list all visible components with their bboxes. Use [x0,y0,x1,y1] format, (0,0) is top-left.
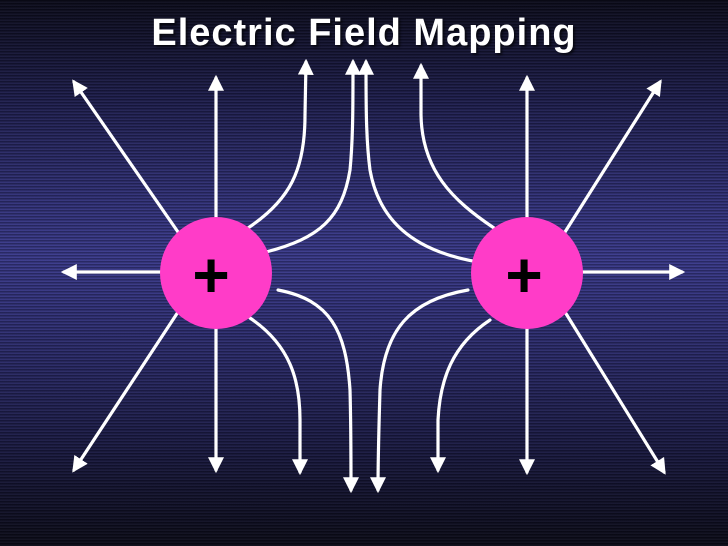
field-line-left-lower-curve [248,316,308,476]
right-charge-sign: + [505,239,542,311]
left-charge-sign: + [192,239,229,311]
left-charge-field-lines [60,58,361,494]
field-line-right-inner-lower [370,288,470,494]
field-line-left-lower-left [72,310,180,473]
field-line-left-upper-left [72,79,180,234]
field-line-left-inner-upper [264,58,361,254]
right-charge-field-lines [358,58,686,494]
field-line-right-lower-right [563,310,666,475]
right-charge: + [471,217,583,329]
field-line-right-inner-upper [358,58,480,264]
field-line-left-inner-lower [276,288,359,494]
left-charge: + [160,217,272,329]
field-line-right-upper-right [563,79,662,234]
left-charge-circle [160,217,272,329]
slide-title: Electric Field Mapping [151,12,577,54]
field-line-left-upper-curve [246,58,314,230]
right-charge-circle [471,217,583,329]
field-line-right-lower-curve [430,318,492,474]
field-line-right-upper-curve [413,62,496,230]
